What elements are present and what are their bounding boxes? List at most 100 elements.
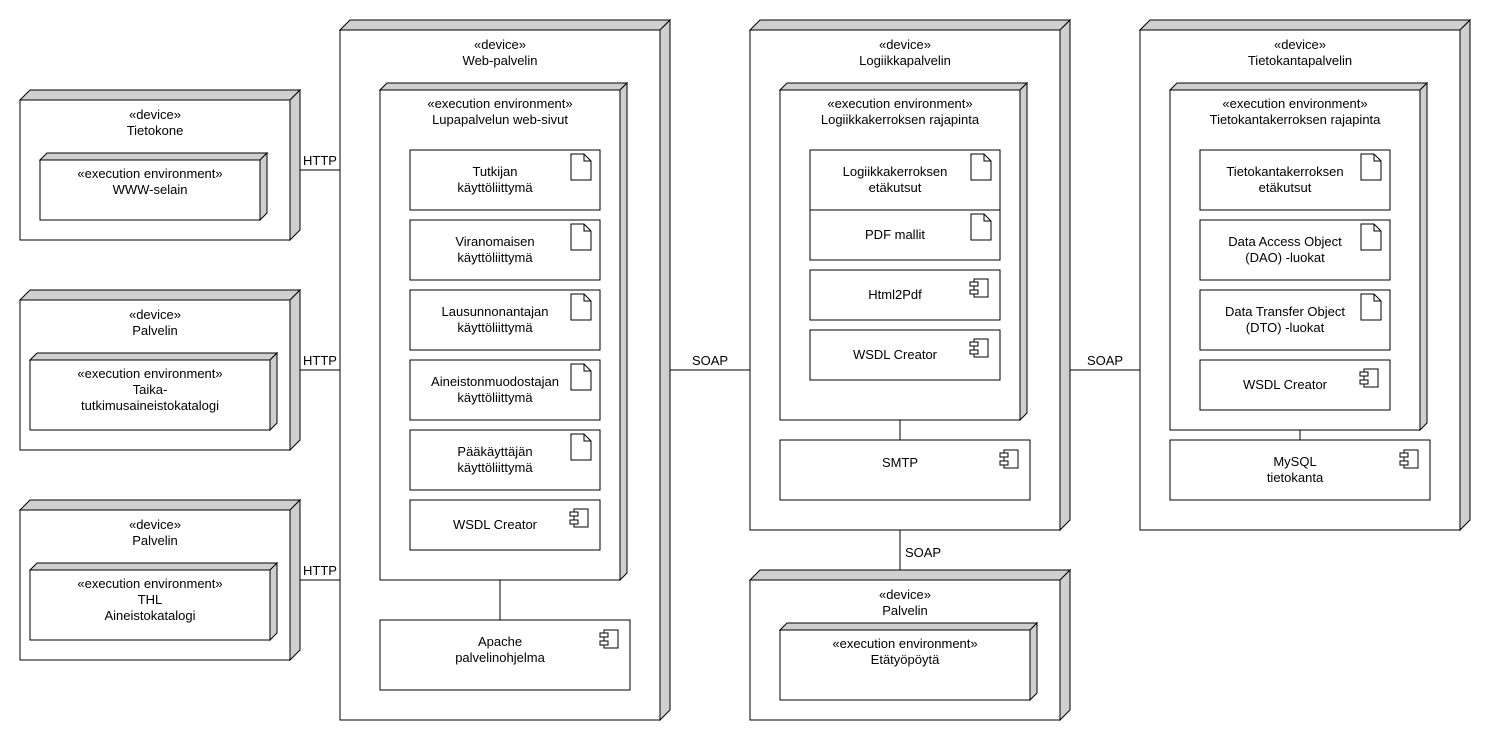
execution-environment-db[interactable]: «execution environment»Tietokantakerroks… (1168, 81, 1429, 432)
document-icon (970, 213, 992, 241)
component-label: SMTP (882, 455, 918, 470)
artifact-label: PDF mallit (865, 227, 925, 242)
component-icon (969, 278, 989, 298)
execution-environment-logic[interactable]: «execution environment»Logiikkakerroksen… (778, 81, 1029, 422)
environment-stereotype: «execution environment» (77, 366, 222, 381)
device-stereotype: «device» (879, 587, 931, 602)
device-remote[interactable]: «device»Palvelin «execution environment»E… (748, 568, 1072, 722)
device-stereotype: «device» (129, 107, 181, 122)
component-2[interactable]: Html2Pdf (809, 269, 1001, 321)
execution-environment-client3[interactable]: «execution environment»THLAineistokatalo… (28, 561, 279, 642)
document-icon (570, 153, 592, 181)
artifact-label: Lausunnonantajan (442, 304, 549, 319)
device-title: Palvelin (132, 533, 178, 548)
environment-title: Aineistokatalogi (104, 608, 195, 623)
connection-label: HTTP (303, 563, 337, 578)
device-stereotype: «device» (879, 37, 931, 52)
device-db[interactable]: «device»Tietokantapalvelin «execution env… (1138, 18, 1472, 532)
artifact-label: käyttöliittymä (457, 250, 533, 265)
execution-environment-web[interactable]: «execution environment»Lupapalvelun web-… (378, 81, 629, 582)
document-icon (1360, 223, 1382, 251)
device-title: Palvelin (882, 603, 928, 618)
environment-title: Etätyöpöytä (871, 652, 940, 667)
execution-environment-client1[interactable]: «execution environment»WWW-selain (38, 151, 269, 222)
device-title: Logiikkapalvelin (859, 53, 951, 68)
device-title: Tietokone (127, 123, 184, 138)
device-logic[interactable]: «device»Logiikkapalvelin «execution envir… (748, 18, 1072, 532)
component-label: tietokanta (1267, 470, 1324, 485)
environment-title: Lupapalvelun web-sivut (432, 112, 568, 127)
component-logic[interactable]: SMTP (779, 439, 1031, 501)
artifact-label: käyttöliittymä (457, 320, 533, 335)
environment-stereotype: «execution environment» (427, 96, 572, 111)
artifact-label: Logiikkakerroksen (843, 164, 948, 179)
document-icon (1360, 153, 1382, 181)
artifact-label: Data Transfer Object (1225, 304, 1345, 319)
environment-title: THL (138, 592, 163, 607)
component-icon (599, 629, 619, 649)
artifact-label: WSDL Creator (853, 347, 938, 362)
component-label: palvelinohjelma (455, 650, 545, 665)
component-3[interactable]: WSDL Creator (1199, 359, 1391, 411)
component-label: MySQL (1273, 454, 1316, 469)
connection-label: SOAP (1087, 353, 1123, 368)
environment-stereotype: «execution environment» (1222, 96, 1367, 111)
device-web[interactable]: «device»Web-palvelin«execution environme… (338, 18, 672, 722)
component-icon (569, 508, 589, 528)
document-icon (970, 153, 992, 181)
environment-title: Logiikkakerroksen rajapinta (821, 112, 980, 127)
device-stereotype: «device» (129, 517, 181, 532)
device-stereotype: «device» (1274, 37, 1326, 52)
device-client3[interactable]: «device»Palvelin «execution environment»T… (18, 498, 302, 662)
device-client2[interactable]: «device»Palvelin«execution environment»T… (18, 288, 302, 452)
artifact-2[interactable]: Data Transfer Object(DTO) -luokat (1199, 289, 1391, 351)
component-5[interactable]: WSDL Creator (409, 499, 601, 551)
component-3[interactable]: WSDL Creator (809, 329, 1001, 381)
artifact-label: Tutkijan (472, 164, 517, 179)
artifact-label: Viranomaisen (455, 234, 534, 249)
component-icon (999, 449, 1019, 469)
artifact-label: etäkutsut (1259, 180, 1312, 195)
document-icon (1360, 293, 1382, 321)
device-title: Tietokantapalvelin (1248, 53, 1352, 68)
artifact-label: Aineistonmuodostajan (431, 374, 559, 389)
connection-client1-web: HTTP (300, 153, 340, 171)
connection-web-logic: SOAP (670, 353, 750, 371)
artifact-label: käyttöliittymä (457, 390, 533, 405)
document-icon (570, 223, 592, 251)
execution-environment-remote[interactable]: «execution environment»Etätyöpöytä (778, 621, 1039, 702)
connection-label: HTTP (303, 153, 337, 168)
artifact-label: WSDL Creator (453, 517, 538, 532)
connection-label: SOAP (692, 353, 728, 368)
artifact-1[interactable]: PDF mallit (809, 209, 1001, 261)
artifact-label: Html2Pdf (868, 287, 922, 302)
device-stereotype: «device» (129, 307, 181, 322)
connection-client3-web: HTTP (300, 563, 340, 581)
component-icon (1399, 449, 1419, 469)
environment-stereotype: «execution environment» (827, 96, 972, 111)
device-client1[interactable]: «device»Tietokone «execution environment»… (18, 88, 302, 242)
component-label: Apache (478, 634, 522, 649)
environment-title: Tietokantakerroksen rajapinta (1210, 112, 1382, 127)
connection-label: HTTP (303, 353, 337, 368)
environment-stereotype: «execution environment» (77, 576, 222, 591)
execution-environment-client2[interactable]: «execution environment»Taika-tutkimusain… (28, 351, 279, 432)
artifact-label: (DAO) -luokat (1245, 250, 1325, 265)
document-icon (570, 433, 592, 461)
artifact-label: käyttöliittymä (457, 180, 533, 195)
artifact-label: Data Access Object (1228, 234, 1342, 249)
connection-client2-web: HTTP (300, 353, 340, 371)
artifact-label: (DTO) -luokat (1246, 320, 1325, 335)
artifact-1[interactable]: Data Access Object(DAO) -luokat (1199, 219, 1391, 281)
document-icon (570, 363, 592, 391)
